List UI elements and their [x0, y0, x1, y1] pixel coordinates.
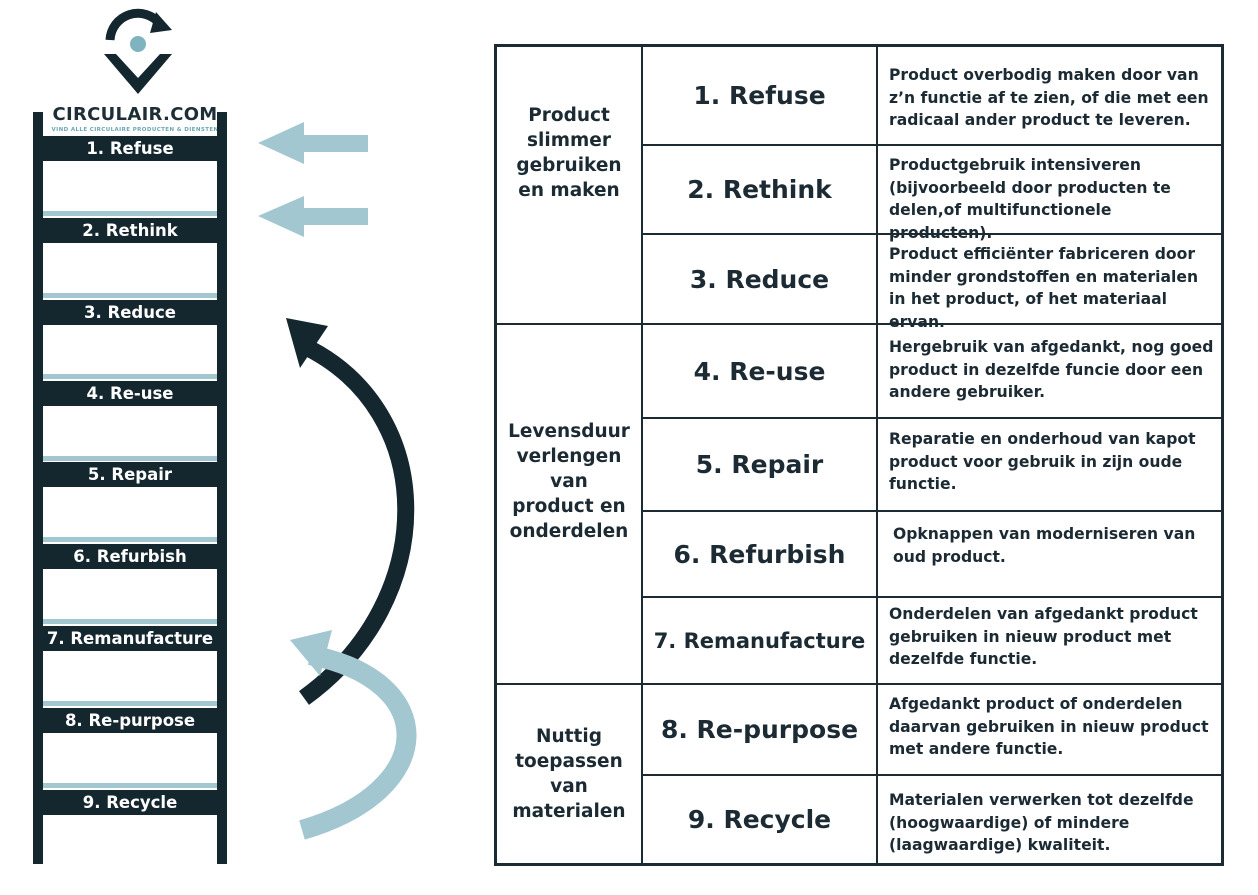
location-recycle-icon [104, 8, 172, 94]
ladder-rung-highlight [43, 293, 217, 298]
ladder-rung: 4. Re-use [43, 381, 217, 406]
ladder-rung: 6. Refurbish [43, 544, 217, 569]
ladder-rung: 8. Re-purpose [43, 708, 217, 733]
step-name: 3. Reduce [689, 264, 830, 294]
ladder-rung-highlight [43, 537, 217, 542]
step-description: Opknappen van moderniseren van oud produ… [893, 525, 1196, 566]
group-label: Product slimmer gebruiken en maken [516, 105, 622, 201]
step-name: 4. Re-use [693, 356, 826, 386]
step-name: 1. Refuse [693, 81, 826, 110]
step-description: Onderdelen van afgedankt product gebruik… [889, 605, 1198, 668]
step-description: Productgebruik intensiveren (bijvoorbeel… [889, 156, 1171, 242]
step-name: 5. Repair [695, 450, 824, 479]
row-divider [641, 144, 1221, 146]
ladder-rail-right [217, 112, 227, 864]
row-divider [641, 510, 1221, 512]
r-strategies-table: Product slimmer gebruiken en maken Leven… [494, 44, 1224, 866]
ladder-rung: 1. Refuse [43, 136, 217, 161]
left-arrow-refuse-icon [258, 122, 368, 164]
ladder-rung-highlight [43, 701, 217, 706]
step-name: 7. Remanufacture [653, 628, 866, 653]
ladder-rail-left [33, 112, 43, 864]
group-divider [497, 323, 1221, 325]
step-name: 9. Recycle [687, 805, 832, 834]
ladder-rung-highlight [43, 456, 217, 461]
step-description: Materialen verwerken tot dezelfde (hoogw… [889, 791, 1194, 854]
step-description: Product efficiënter fabriceren door mind… [889, 245, 1199, 331]
ladder-rung-highlight [43, 374, 217, 379]
curved-arrow-light-icon [290, 630, 417, 840]
row-divider [641, 233, 1221, 235]
step-description: Product overbodig maken door van z’n fun… [889, 66, 1209, 129]
logo: CIRCULAIR.COM VIND ALLE CIRCULAIRE PRODU… [40, 8, 230, 138]
row-divider [641, 774, 1221, 776]
row-divider [641, 417, 1221, 419]
ladder-rung-highlight [43, 211, 217, 216]
step-description: Afgedankt product of onderdelen daarvan … [889, 695, 1209, 758]
column-divider [876, 47, 878, 863]
step-name: 6. Refurbish [673, 539, 846, 569]
group-label: Nuttig toepassen van materialen [512, 726, 626, 822]
group-divider [497, 683, 1221, 685]
row-divider [641, 596, 1221, 598]
step-name: 2. Rethink [687, 175, 832, 204]
ladder-rung-highlight [43, 783, 217, 788]
step-name: 8. Re-purpose [660, 715, 859, 744]
ladder-rung: 9. Recycle [43, 790, 217, 815]
left-arrow-rethink-icon [258, 196, 368, 237]
flow-arrows [258, 122, 417, 840]
ladder-rung-highlight [43, 619, 217, 624]
step-description: Reparatie en onderhoud van kapot product… [889, 430, 1196, 493]
brand-name: CIRCULAIR.COM [52, 104, 218, 125]
ladder-rung: 5. Repair [43, 462, 217, 487]
column-divider [641, 47, 643, 863]
group-label: Levensduur verlengen van product en onde… [508, 421, 630, 542]
curved-arrow-dark-icon [286, 318, 415, 705]
ladder-rung: 7. Remanufacture [43, 626, 217, 651]
ladder-rung: 2. Rethink [43, 218, 217, 243]
step-description: Hergebruik van afgedankt, nog goed produ… [889, 338, 1214, 401]
ladder-rung: 3. Reduce [43, 300, 217, 325]
brand-tagline: VIND ALLE CIRCULAIRE PRODUCTEN & DIENSTE… [51, 127, 219, 133]
r-ladder: 1. Refuse 2. Rethink 3. Reduce 4. Re-use… [30, 112, 230, 864]
